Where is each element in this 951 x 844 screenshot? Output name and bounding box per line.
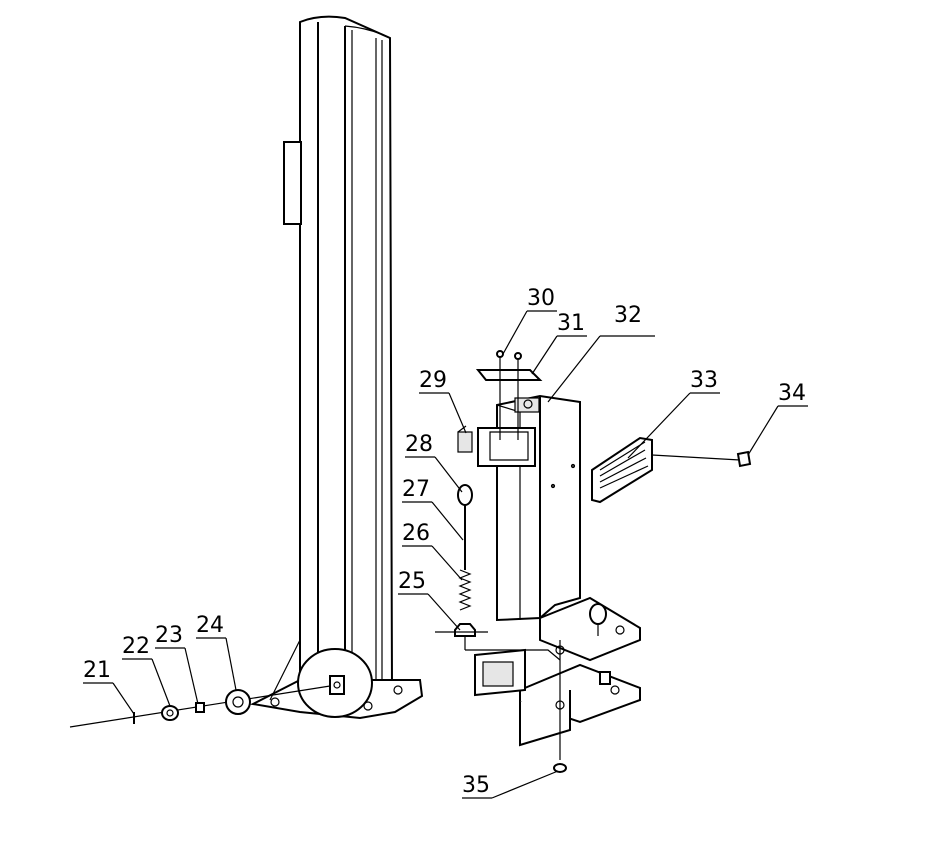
callout-31: 31	[557, 311, 585, 336]
callout-32: 32	[614, 303, 642, 328]
callout-23: 23	[155, 623, 183, 648]
upright-column	[283, 15, 394, 691]
top-strip-and-screws	[475, 350, 543, 440]
callout-34: 34	[778, 381, 806, 406]
callout-21: 21	[83, 658, 111, 683]
column-base-plate	[249, 639, 424, 720]
callout-27: 27	[402, 477, 430, 502]
leader-lines	[83, 310, 808, 799]
clamp-bracket	[457, 425, 536, 467]
bolt-assembly-parts	[69, 685, 331, 728]
callout-22: 22	[122, 634, 150, 659]
callout-30: 30	[527, 286, 555, 311]
lower-mounting-bracket	[474, 596, 641, 773]
callout-26: 26	[402, 521, 430, 546]
callout-25: 25	[398, 569, 426, 594]
callout-29: 29	[419, 368, 447, 393]
callout-33: 33	[690, 368, 718, 393]
callout-labels: 21 22 23 24 25 26 27 28 29 30 31 32 33 3…	[83, 286, 806, 798]
callout-24: 24	[196, 613, 224, 638]
callout-35: 35	[462, 773, 490, 798]
cover-plate	[591, 436, 752, 504]
callout-28: 28	[405, 432, 433, 457]
spring-pin-assembly	[435, 484, 561, 661]
